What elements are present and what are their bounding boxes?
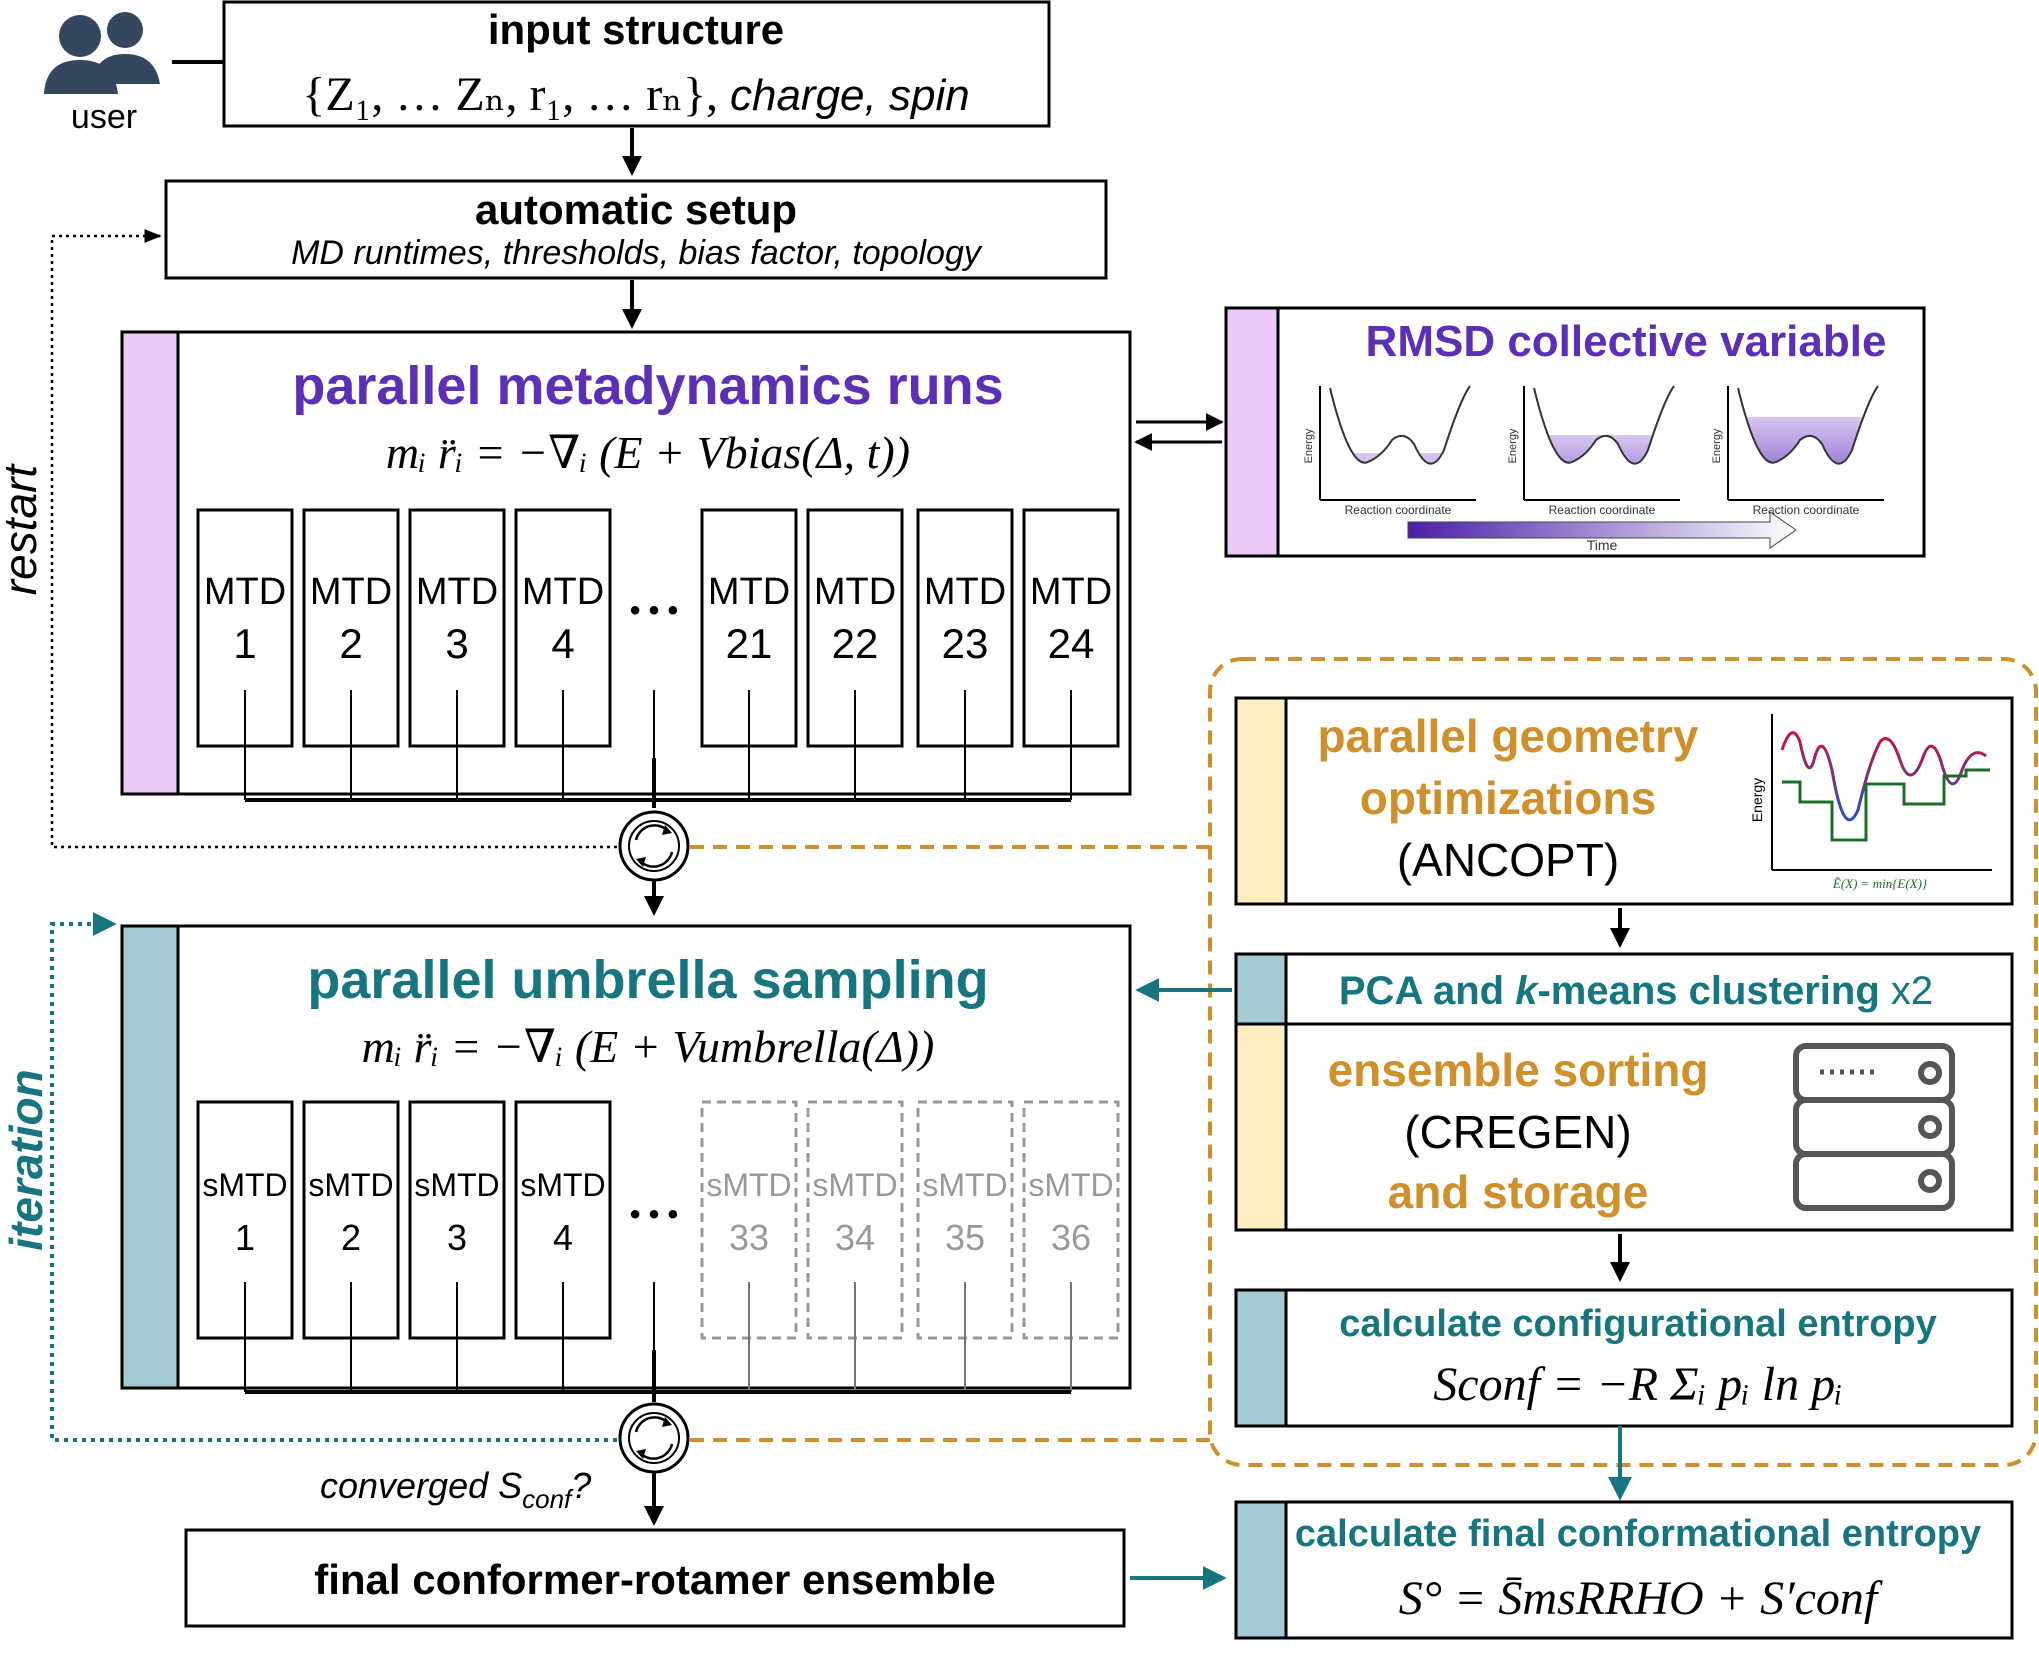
geometry-opt-color-bar	[1234, 696, 1288, 906]
mtd-label: MTD	[522, 571, 604, 613]
mtd-number: 2	[339, 620, 362, 667]
smtd-number: 1	[235, 1217, 255, 1258]
pes-plot: Energy Ẽ(X) = min{E(X)}	[1749, 714, 1992, 891]
sorting-line2: (CREGEN)	[1404, 1106, 1631, 1158]
mtd-label: MTD	[924, 571, 1006, 613]
conf-entropy-color-bar	[1234, 1288, 1288, 1428]
rmsd-ylabel: Energy	[1507, 428, 1519, 463]
smtd-label: sMTD	[202, 1167, 287, 1203]
metadynamics-title: parallel metadynamics runs	[292, 356, 1003, 416]
clustering-box	[1234, 952, 2014, 1026]
time-label: Time	[1587, 537, 1618, 553]
smtd-number: 36	[1051, 1217, 1091, 1258]
smtd-number: 35	[945, 1217, 985, 1258]
iteration-label: iteration	[0, 1069, 52, 1250]
umbrella-title: parallel umbrella sampling	[307, 950, 988, 1010]
restart-label: restart	[0, 463, 46, 596]
mtd-number: 21	[726, 620, 773, 667]
automatic-setup-box	[164, 179, 1108, 280]
rmsd-ylabel: Energy	[1303, 428, 1315, 463]
final-entropy-equation: S° = S̄msRRHO + S′conf	[1399, 1572, 1883, 1625]
final-ensemble-box	[184, 1528, 1126, 1628]
smtd-number: 2	[341, 1217, 361, 1258]
umbrella-color-bar	[120, 924, 180, 1390]
final-entropy-color-bar	[1234, 1500, 1288, 1640]
smtd-label: sMTD	[414, 1167, 499, 1203]
mtd-label: MTD	[416, 571, 498, 613]
mtd-number: 24	[1048, 620, 1095, 667]
exchange-cycle-icon-1	[618, 810, 690, 882]
rmsd-xlabel: Reaction coordinate	[1549, 503, 1656, 517]
smtd-label: sMTD	[922, 1167, 1007, 1203]
smtd-run-boxes: sMTD 1 sMTD 2 sMTD 3 sMTD 4 sMTD 33 sMTD 34 sMTD 35 sM…	[196, 1100, 1120, 1394]
time-arrow	[1407, 511, 1797, 549]
geometry-opt-line1: parallel geometry	[1318, 710, 1699, 762]
rmsd-xlabel: Reaction coordinate	[1345, 503, 1452, 517]
mtd-number: 1	[233, 620, 256, 667]
exchange-cycle-icon-2	[618, 1402, 690, 1474]
geometry-opt-line3: (ANCOPT)	[1397, 834, 1619, 886]
sorting-line1: ensemble sorting	[1328, 1044, 1709, 1096]
input-structure-box	[222, 0, 1051, 128]
smtd-label: sMTD	[706, 1167, 791, 1203]
conf-entropy-title: calculate configurational entropy	[1339, 1303, 1937, 1345]
database-server-icon	[1793, 1043, 1955, 1211]
smtd-box-1	[196, 1100, 294, 1340]
mtd-number: 22	[832, 620, 879, 667]
mtd-number: 3	[445, 620, 468, 667]
final-entropy-title: calculate final conformational entropy	[1295, 1513, 1981, 1555]
rmsd-ylabel: Energy	[1711, 428, 1723, 463]
mtd-label: MTD	[708, 571, 790, 613]
mtd-ellipsis: • • •	[630, 594, 678, 627]
automatic-setup-subtitle: MD runtimes, thresholds, bias factor, to…	[291, 234, 983, 272]
sorting-line3: and storage	[1388, 1166, 1649, 1218]
smtd-label: sMTD	[308, 1167, 393, 1203]
input-structure-title: input structure	[488, 6, 784, 53]
mtd-label: MTD	[310, 571, 392, 613]
optimization-region	[1208, 657, 2038, 1467]
smtd-label: sMTD	[520, 1167, 605, 1203]
umbrella-equation: mᵢ r̈ᵢ = −∇ᵢ (E + Vumbrella(Δ))	[362, 1021, 935, 1072]
mtd-label: MTD	[814, 571, 896, 613]
input-structure-formula: {Z₁, … Zₙ, r₁, … rₙ}, charge, spin	[302, 68, 969, 121]
svg-text:Ẽ(X) = min{E(X)}: Ẽ(X) = min{E(X)}	[1832, 876, 1928, 891]
clustering-color-bar	[1234, 952, 1288, 1026]
final-entropy-box	[1234, 1500, 2014, 1640]
mtd-number: 4	[551, 620, 574, 667]
mtd-run-boxes: MTD 1 MTD 2 MTD 3 MTD 4 MTD 21 MTD 22 MTD 23 MTD 24	[196, 508, 1120, 802]
geometry-opt-line2: optimizations	[1360, 772, 1656, 824]
automatic-setup-title: automatic setup	[475, 186, 797, 233]
users-icon	[44, 12, 160, 94]
metadynamics-equation: mᵢ r̈ᵢ = −∇ᵢ (E + Vbias(Δ, t))	[386, 427, 910, 478]
smtd-number: 34	[835, 1217, 875, 1258]
smtd-ellipsis: • • •	[630, 1198, 678, 1231]
mtd-label: MTD	[1030, 571, 1112, 613]
converged-question: converged Sconf?	[320, 1465, 591, 1514]
final-ensemble-title: final conformer-rotamer ensemble	[314, 1556, 996, 1603]
smtd-number: 33	[729, 1217, 769, 1258]
mtd-label: MTD	[204, 571, 286, 613]
clustering-title: PCA and k-means clustering x2	[1339, 969, 1933, 1013]
rmsd-title: RMSD collective variable	[1366, 317, 1887, 366]
smtd-number: 4	[553, 1217, 573, 1258]
metadynamics-color-bar	[120, 330, 180, 796]
smtd-label: sMTD	[1028, 1167, 1113, 1203]
rmsd-color-bar	[1224, 306, 1280, 558]
user-label: user	[71, 98, 137, 136]
sorting-box	[1234, 1022, 2014, 1232]
smtd-number: 3	[447, 1217, 467, 1258]
sorting-color-bar	[1234, 1022, 1288, 1232]
rmsd-xlabel: Reaction coordinate	[1753, 503, 1860, 517]
svg-text:Energy: Energy	[1749, 778, 1765, 822]
smtd-label: sMTD	[812, 1167, 897, 1203]
mtd-number: 23	[942, 620, 989, 667]
conf-entropy-equation: Sconf = −R Σᵢ pᵢ ln pᵢ	[1433, 1358, 1842, 1411]
